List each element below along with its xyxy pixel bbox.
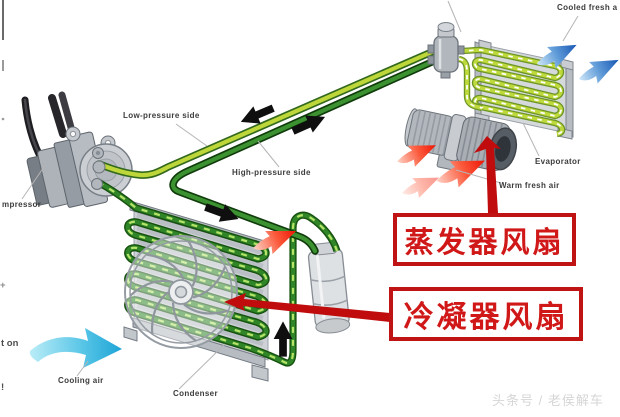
cooled-fresh-air-label: Cooled fresh a [557, 3, 618, 12]
annotation-arrow-condenser-fan [224, 293, 390, 322]
condenser-label: Condenser [173, 389, 218, 398]
condenser-coil [96, 178, 341, 367]
evaporator-coil [458, 46, 566, 138]
compressor-ports [91, 147, 106, 190]
condenser-fan-callout: 冷凝器风扇 [389, 287, 583, 341]
warm-air-arrow-faded [398, 168, 444, 204]
clipped-edge-marks [1, 0, 5, 121]
cooling-air-arrow [29, 328, 122, 368]
cooled-air-arrow [574, 49, 620, 91]
edge-fragment: t on [1, 338, 19, 349]
evaporator-label: Evaporator [535, 157, 581, 166]
low-pressure-label: Low-pressure side [123, 111, 200, 120]
edge-fragment: ! [1, 382, 5, 393]
edge-fragment: + [0, 280, 6, 291]
receiver-drier [307, 241, 351, 334]
compressor-label: mpressor [2, 200, 42, 209]
high-pressure-label: High-pressure side [232, 168, 311, 177]
annotation-arrows [224, 136, 501, 322]
watermark: 头条号 / 老侯解车 [492, 393, 604, 408]
suction-pipe [95, 47, 438, 179]
annotation-arrow-evaporator-fan [474, 136, 501, 213]
evaporator-fan-callout: 蒸发器风扇 [393, 213, 576, 266]
leader-lines [21, 0, 579, 390]
expansion-valve [427, 22, 465, 79]
liquid-pipe [169, 57, 438, 255]
warm-fresh-air-label: Warm fresh air [499, 181, 560, 190]
air-arrows [29, 34, 620, 368]
condenser-fan [124, 235, 238, 349]
evaporator-blower [404, 108, 518, 173]
cooling-air-label: Cooling air [58, 376, 104, 385]
